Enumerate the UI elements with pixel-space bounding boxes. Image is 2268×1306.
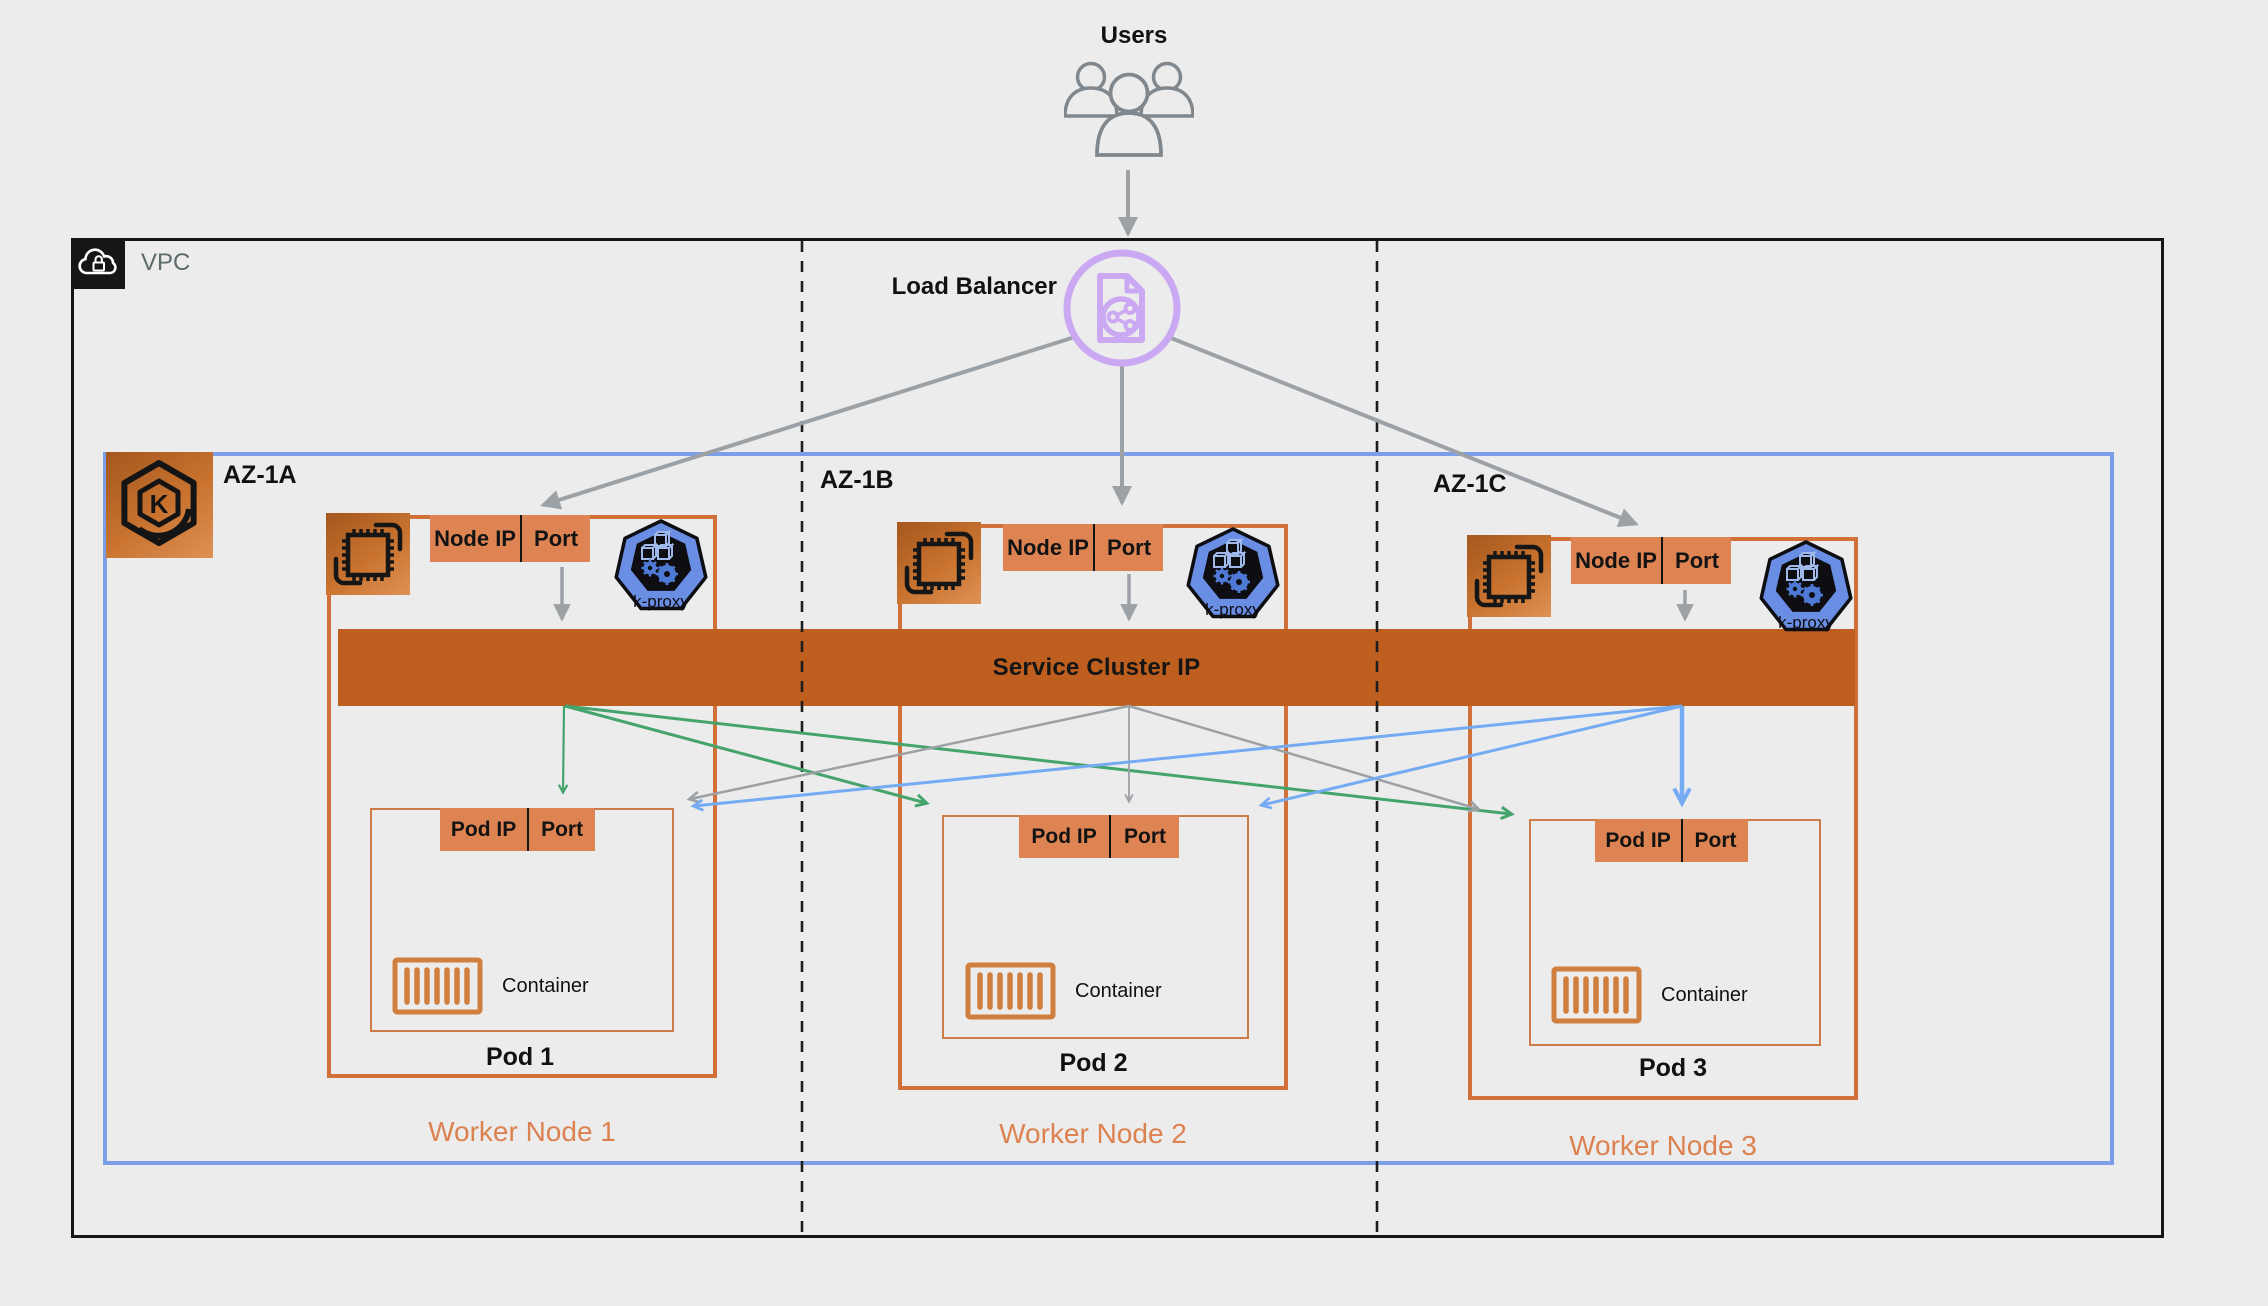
- node-ip-label: Node IP: [1007, 534, 1089, 560]
- node-port-label: Port: [1661, 537, 1731, 584]
- pod-port-label: Port: [527, 808, 595, 851]
- vpc-boundary: [71, 238, 2164, 1238]
- pod-1-label: Pod 1: [485, 1043, 555, 1071]
- pod-port-label: Port: [1109, 815, 1179, 858]
- container-icon: [965, 962, 1056, 1020]
- node-port-label: Port: [520, 515, 590, 562]
- az-label-1c: AZ-1C: [1433, 470, 1507, 498]
- eks-cluster-icon: K: [106, 452, 213, 558]
- kube-proxy-icon: k-proxy: [1755, 540, 1857, 646]
- node-ip-label: Node IP: [434, 525, 516, 551]
- container-icon: [1551, 966, 1642, 1024]
- svg-text:K: K: [150, 489, 169, 519]
- worker-node-3-label: Worker Node 3: [1569, 1130, 1757, 1161]
- load-balancer-icon: [1059, 245, 1185, 371]
- users-icon: [1063, 50, 1195, 168]
- pod-2-label: Pod 2: [1059, 1049, 1128, 1077]
- kproxy-label: k-proxy: [1778, 613, 1834, 632]
- ec2-instance-icon: [897, 522, 981, 604]
- users-label: Users: [1100, 22, 1168, 49]
- kube-proxy-icon: k-proxy: [1182, 527, 1284, 633]
- container-label: Container: [502, 975, 589, 997]
- ec2-instance-icon: [326, 513, 410, 595]
- worker-node-2-label: Worker Node 2: [999, 1118, 1187, 1149]
- pod-port-label: Port: [1681, 819, 1748, 862]
- pod-2-ip-port-tab: Pod IP Port: [1019, 815, 1179, 858]
- container-label: Container: [1661, 984, 1748, 1006]
- pod-3-label: Pod 3: [1638, 1054, 1708, 1082]
- node-ip-label: Node IP: [1575, 547, 1657, 573]
- node-2-ip-port-tab: Node IP Port: [1003, 524, 1163, 571]
- service-cluster-ip-label: Service Cluster IP: [992, 653, 1201, 681]
- node-3-ip-port-tab: Node IP Port: [1571, 537, 1731, 584]
- az-label-1b: AZ-1B: [820, 466, 894, 494]
- pod-ip-label: Pod IP: [450, 817, 517, 841]
- node-1-ip-port-tab: Node IP Port: [430, 515, 590, 562]
- az-label-1a: AZ-1A: [223, 461, 297, 489]
- service-cluster-ip-bar: Service Cluster IP: [338, 629, 1855, 706]
- pod-3-ip-port-tab: Pod IP Port: [1595, 819, 1748, 862]
- kproxy-label: k-proxy: [633, 592, 689, 611]
- kproxy-label: k-proxy: [1205, 600, 1261, 619]
- load-balancer-label: Load Balancer: [891, 273, 1057, 300]
- pod-ip-label: Pod IP: [1605, 828, 1671, 852]
- kube-proxy-icon: k-proxy: [610, 519, 712, 625]
- node-port-label: Port: [1093, 524, 1163, 571]
- ec2-instance-icon: [1467, 535, 1551, 617]
- container-label: Container: [1075, 980, 1162, 1002]
- worker-node-1-label: Worker Node 1: [428, 1116, 616, 1147]
- container-icon: [392, 957, 483, 1015]
- pod-1-ip-port-tab: Pod IP Port: [440, 808, 595, 851]
- cluster-boundary: [103, 452, 2114, 1165]
- cloud-lock-icon: [71, 238, 125, 289]
- vpc-label: VPC: [141, 249, 191, 276]
- pod-ip-label: Pod IP: [1031, 824, 1097, 848]
